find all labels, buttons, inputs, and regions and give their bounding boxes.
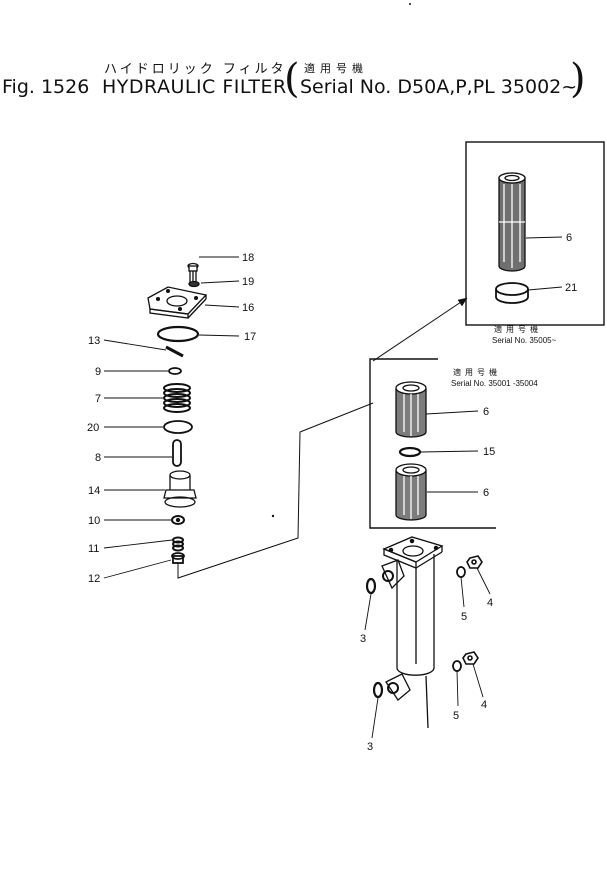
spring-part-7 <box>163 383 191 413</box>
callout-4-upper: 4 <box>487 597 493 609</box>
callout-17: 17 <box>244 331 256 343</box>
inset-box-lower <box>369 358 496 529</box>
callout-7: 7 <box>95 393 101 405</box>
o-ring-part-3-lower <box>372 681 384 699</box>
inset-upper-jp-label: 適用号機 <box>494 324 542 334</box>
callout-8: 8 <box>95 452 101 464</box>
ring-part-21 <box>495 282 529 304</box>
washer-part-19 <box>188 280 200 288</box>
callout-18: 18 <box>242 252 254 264</box>
o-ring-part-17 <box>156 325 200 343</box>
callout-4-lower: 4 <box>481 699 487 711</box>
spring-part-11 <box>172 536 184 552</box>
japanese-serial-label: 適用号機 <box>304 62 368 75</box>
washer-part-5-upper <box>456 566 466 578</box>
open-bracket: ( <box>284 56 300 102</box>
callout-20: 20 <box>87 422 99 434</box>
inset-lower-jp-label: 適用号機 <box>453 367 501 377</box>
inset-lower-serial: Serial No. 35001 -35004 <box>451 379 538 388</box>
nut-part-4-lower <box>462 651 479 665</box>
callout-6-upper: 6 <box>566 232 572 244</box>
callout-10: 10 <box>88 515 100 527</box>
speck-mark <box>271 514 275 518</box>
callout-11: 11 <box>88 543 99 555</box>
callout-9: 9 <box>95 366 101 378</box>
ring-part-20 <box>163 420 193 434</box>
callout-12: 12 <box>88 573 100 585</box>
callout-14: 14 <box>88 485 100 497</box>
callout-5-lower: 5 <box>453 710 459 722</box>
callout-21: 21 <box>565 282 577 294</box>
japanese-title: ハイドロリック フィルタ <box>104 62 287 77</box>
figure-title: HYDRAULIC FILTER <box>102 76 287 98</box>
callout-5-upper: 5 <box>461 611 467 623</box>
plug-part-12 <box>171 552 185 564</box>
callout-15: 15 <box>483 446 495 458</box>
filter-housing <box>381 536 444 729</box>
reference-arrow <box>372 297 468 362</box>
filter-element-part-6-upper <box>498 172 526 272</box>
figure-number: Fig. 1526 <box>2 76 90 98</box>
inset-box-upper <box>465 141 605 326</box>
valve-part-14 <box>163 470 197 508</box>
close-bracket: ) <box>570 56 586 102</box>
callout-6-middle: 6 <box>483 406 489 418</box>
serial-applicability: Serial No. D50A,P,PL 35002~ <box>300 76 578 98</box>
o-ring-part-15 <box>398 446 422 458</box>
nut-part-4-upper <box>466 555 483 569</box>
seal-part-8 <box>172 439 182 467</box>
callout-6-lower: 6 <box>483 487 489 499</box>
filter-element-part-6-lower <box>395 463 427 521</box>
callout-3-upper: 3 <box>360 633 366 645</box>
callout-13: 13 <box>88 335 100 347</box>
speck-mark <box>409 3 411 5</box>
inset-upper-serial: Serial No. 35005~ <box>492 336 557 345</box>
filter-element-part-6-middle <box>395 381 427 438</box>
pin-part-13 <box>165 345 184 358</box>
assembly-reference-line <box>177 402 374 579</box>
o-ring-part-3-upper <box>365 577 377 595</box>
cover-part-16 <box>147 286 208 319</box>
washer-part-5-lower <box>452 660 462 672</box>
callout-3-lower: 3 <box>367 741 373 753</box>
callout-16: 16 <box>242 302 254 314</box>
callout-19: 19 <box>242 276 254 288</box>
nut-part-10 <box>171 515 185 525</box>
ring-part-9 <box>168 367 182 375</box>
